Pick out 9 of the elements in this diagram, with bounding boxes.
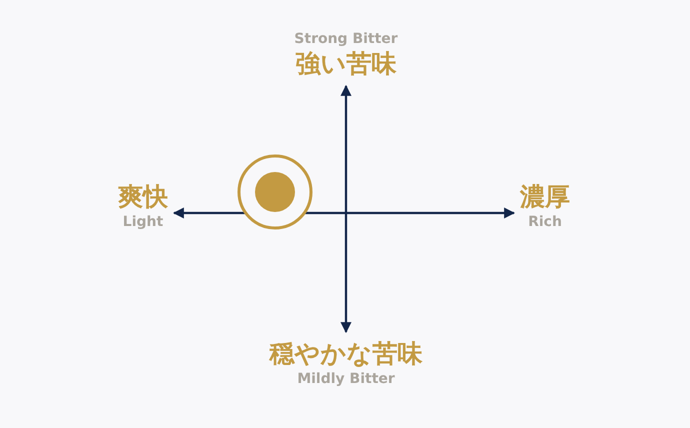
axis-label-translation: Mildly Bitter xyxy=(297,370,395,388)
axis-label: 濃厚 xyxy=(520,181,570,213)
axis-label-translation: Strong Bitter xyxy=(294,30,398,48)
axis-label: 爽快 xyxy=(118,181,168,213)
axis-label-translation: Light xyxy=(122,213,164,231)
axis-label: 強い苦味 xyxy=(296,48,396,80)
axis-label: 穏やかな苦味 xyxy=(270,338,422,370)
axis-label-translation: Rich xyxy=(528,213,562,231)
axis-arrow xyxy=(340,84,352,334)
